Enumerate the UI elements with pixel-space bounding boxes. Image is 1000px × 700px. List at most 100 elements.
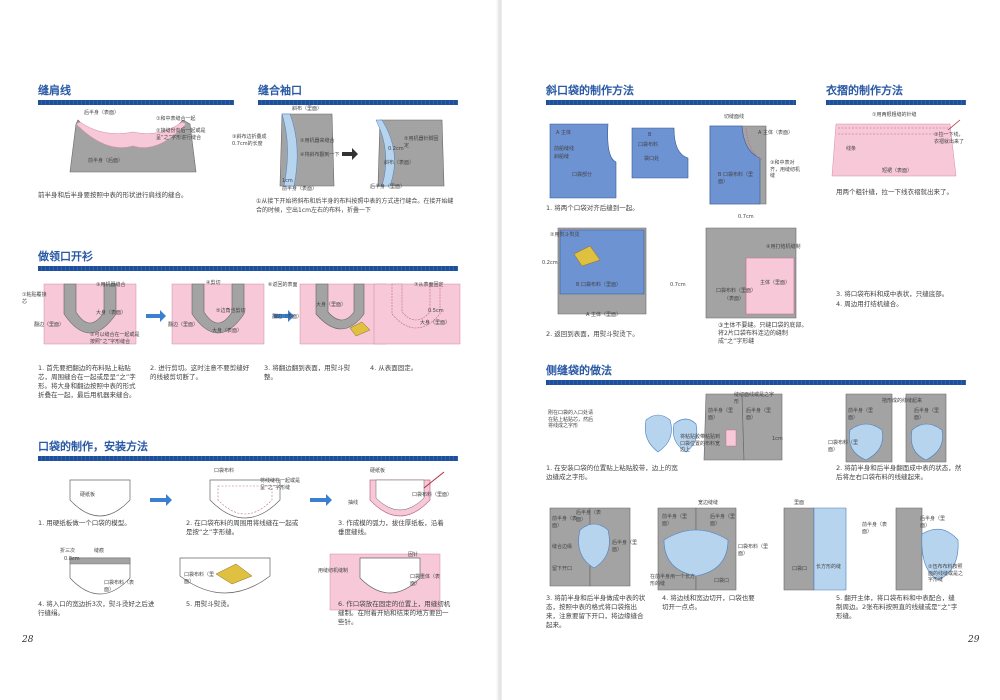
neck-label-11: 翻边（表面） [272,314,303,320]
shoulder-title: 缝肩线 [38,84,71,97]
sleeve-label-4: 1cm [282,178,293,184]
section-bar [38,456,458,461]
sleeve-label-7: 0.2cm [388,146,404,152]
neck-label-4: 大身（表面） [96,310,127,316]
section-bar [546,380,966,385]
slant-label-17: 主体（里面） [760,280,791,286]
shoulder-label-2: ②接缝份向后一起或是呈“之”字形进行缝合 [156,128,206,141]
pocket-label-4: 抽线 [348,500,359,506]
pocket-label-10: 口袋布料（里面） [184,572,215,585]
pocket-caption-4: 4. 将入口的宽边折3次，熨斗烫好之后进行缝缉。 [38,600,155,617]
hem-label-1: ②拉一下线，衣褶就出来了 [934,132,965,145]
side-label-16: 前半身（里面） [662,514,688,527]
slant-label-14: A 主体（里面） [586,312,622,318]
side-caption-1: 1. 在安装口袋的位置贴上粘贴胶带，边上的宽边缝成之字形。 [546,464,678,481]
neck-caption-4: 4. 从表面固定。 [370,364,418,372]
neck-label-3: ②可以缝合在一起或是按照“之”字形缝合 [90,332,140,345]
slant-caption-3: ③主体不要缝。只缝口袋的底部。将2片口袋布料连边的缝制成“之”字形缝 [718,322,808,345]
slant-pocket-illustrations [549,123,797,319]
neck-caption-1: 1. 首先要把翻边的布料贴上粘贴芯，周围缝合在一起或是呈“之”字形。将大身和翻边… [38,364,136,399]
book-gutter [496,0,504,700]
pocket-label-8: 0.8cm [64,556,80,562]
sleeve-label-6: ⑤用机器针脚固定 [404,136,439,149]
slant-pocket-title: 斜口袋的制作方法 [546,84,634,97]
neck-label-2: 翻边（里面） [34,322,65,328]
slant-label-18: 0.7cm [670,282,686,288]
side-label-2: 前半身（里面） [708,408,734,421]
sleeve-label-3: ④将斜布翻到一下 [300,152,340,158]
slant-caption-1: 1. 将两个口袋对齐后缝到一起。 [546,204,639,212]
side-caption-2: 2. 将前半身和后半身翻面成中表的状态，然后将左右口袋布料的线缝起来。 [836,464,962,481]
slant-caption-2: 2. 返回到表面，用熨斗熨烫下。 [546,330,639,338]
pocket-label-6: 折三次 [60,548,76,554]
hem-section-header: 衣摺的制作方法 [826,84,966,105]
section-bar [38,266,458,271]
pocket-caption-1: 1. 用硬纸板做一个口袋的模型。 [38,519,131,527]
sleeve-label-8: 斜布（表面） [384,160,415,166]
pocket-label-0: 硬纸板 [80,492,96,498]
side-label-13: 留下开口 [552,566,573,572]
slant-label-13: B 口袋布料（里面） [576,282,622,288]
pocket-label-13: 口袋重体（表面） [410,574,441,587]
pocket-label-2: 将线缝在一起或是呈“之”字形缝 [260,478,301,491]
pocket-illustrations [69,471,445,611]
side-label-12: 缝合边缘 [552,544,573,550]
pocket-caption-6: 6. 作口袋放在固定的位置上，用缝纫机缝制。在附着开始和结束的地方要回一些针。 [338,600,451,626]
side-pocket-section-header: 侧缝袋的做法 [546,364,966,385]
slant-label-7: 切缝面线 [724,114,745,120]
pocket-caption-3: 3. 作成模的弧力，拔住厚纸板，沿着垂度缝线。 [338,519,444,536]
right-page: 斜口袋的制作方法 A 主体 前船缝线 斜船缝 口袋部分 B 口袋布料 袋口处 切… [502,0,1000,700]
sleeve-label-5: 前半身（表面） [282,186,318,192]
side-label-11: 前半身（表面） [552,516,578,529]
sleeve-section-header: 缝合袖口 [258,84,458,105]
hem-label-3: 短裙（表面） [882,168,913,174]
pocket-title: 口袋的制作，安装方法 [38,440,148,453]
shoulder-section-header: 缝肩线 [38,84,234,105]
neck-label-0: ③用机器缝合 [96,282,126,288]
slant-label-6: 袋口处 [644,156,660,162]
left-page: 缝肩线 后半身（表面） ①和中表缝合一起 ②接缝份向后一起或是呈“之”字形进行缝… [0,0,498,700]
sleeve-label-2: ②用机器来缝合 [300,138,335,144]
neck-label-7: 翻边（里面） [168,322,199,328]
neck-title: 做领口开衫 [38,250,93,263]
slant-pocket-section-header: 斜口袋的制作方法 [546,84,796,105]
pocket-label-11: 用缝纫机缝制 [318,568,349,574]
slant-label-5: 口袋布料 [638,142,659,148]
sleeve-title: 缝合袖口 [258,84,302,97]
neck-label-5: ④剪切 [206,280,221,286]
side-label-25: 后半身（里面） [920,516,946,529]
sleeve-caption: ①从接下开始将斜布和后半身的布料按照中表的方式进行缝合。在接开始缝合的时候，空出… [256,198,454,214]
slant-label-10: B 口袋布料（里面） [718,172,754,185]
shoulder-label-front: 前半身（后面） [88,158,124,164]
section-bar [258,100,458,105]
neck-label-8: 大身（表面） [212,328,243,334]
sleeve-label-1: ③斜布边折叠成0.7cm的长度 [232,134,267,147]
page-number-left: 28 [22,635,34,645]
pocket-label-1: 口袋布料 [214,468,235,474]
sleeve-label-0: 斜布（里面） [292,106,323,112]
neck-label-12: ⑦从表面固定 [414,282,444,288]
slant-label-2: 斜船缝 [554,154,570,160]
slant-label-15: 0.7cm [738,214,754,220]
slant-label-4: B [648,132,652,138]
side-label-6: 拖形成的线缝起来 [882,398,923,404]
hem-label-0: ①用两根粗缝的针缝 [872,112,917,118]
hem-title: 衣摺的制作方法 [826,84,903,97]
neck-label-6: ⑤边角也剪切 [216,308,246,314]
hem-illustration [831,119,961,177]
slant-label-20: （表面） [724,296,745,302]
pocket-label-9: 口袋布料（表面） [104,580,135,593]
pocket-caption-5: 5. 用熨斗熨烫。 [186,600,234,608]
slant-label-12: 0.2cm [542,260,558,266]
side-pocket-illustrations [549,393,959,591]
shoulder-caption: 前半身和后半身要按照中表的形状进行肩线的缝合。 [38,191,188,199]
neck-label-1: ①粘贴覆接芯 [22,292,47,305]
pocket-label-12: 固针 [408,552,419,558]
pocket-label-7: 缝痕 [94,548,105,554]
side-caption-5: 5. 翻开主体，将口袋布料和中表配合，缝制周边。2张布料按照直的线缝或是“之”字… [836,594,958,620]
side-label-14: 后半身（里面） [612,540,638,553]
slant-label-16: ④用打结机缝制 [766,244,801,250]
side-label-0: 刚在口袋的入口处请在贴上粘贴芯，然后将线成之字形 [548,410,594,429]
hem-caption-3: 4. 周边用打结机缝合。 [836,300,903,308]
section-bar [826,100,966,105]
